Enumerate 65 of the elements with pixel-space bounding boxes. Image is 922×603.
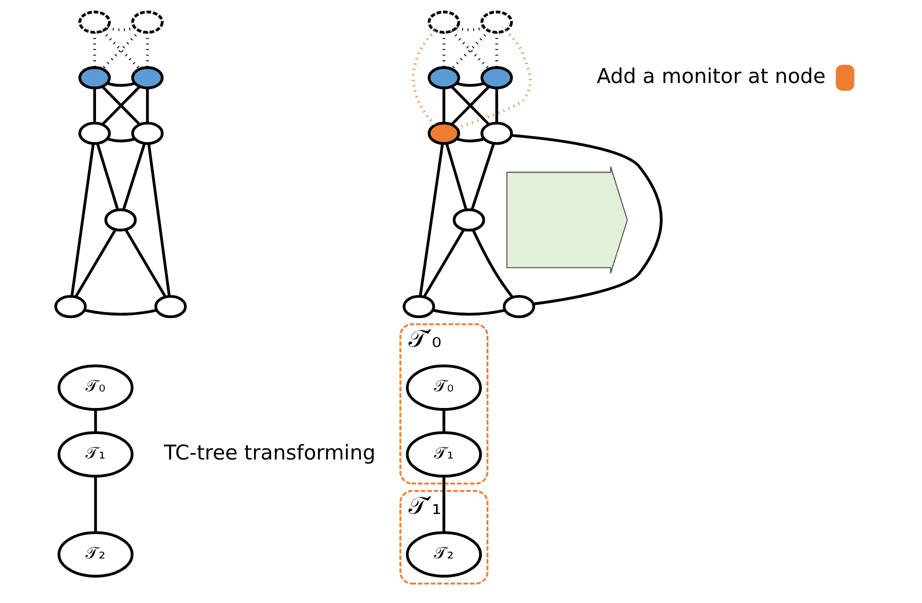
label: TC-tree transforming (163, 440, 376, 465)
connector (122, 142, 146, 210)
connector (84, 308, 156, 316)
node-ellipse (104, 208, 136, 232)
connector (442, 409, 445, 432)
node-ellipse: 𝒯₁ (405, 431, 482, 478)
connector (470, 142, 495, 210)
connector (471, 229, 514, 298)
connector (92, 32, 96, 68)
connector (146, 88, 148, 123)
connector (106, 82, 135, 87)
connector (96, 143, 119, 210)
connector (494, 32, 498, 68)
connector (74, 228, 116, 298)
connector (100, 30, 140, 70)
connector (494, 88, 498, 123)
connector (456, 138, 484, 142)
connector (106, 26, 135, 32)
legend-label: Add a monitor at node (596, 64, 826, 88)
connector (510, 134, 662, 306)
node-ellipse (480, 10, 512, 34)
node-ellipse: 𝒯₁ (57, 431, 134, 478)
node-ellipse (78, 66, 110, 90)
connector (442, 88, 445, 123)
connector (124, 228, 166, 298)
node-ellipse (130, 66, 164, 90)
connector (146, 144, 170, 296)
node-ellipse: 𝒯₂ (405, 531, 482, 578)
connector (450, 30, 490, 70)
connector (444, 143, 468, 210)
connector (418, 144, 444, 296)
node-ellipse: 𝒯₀ (57, 364, 134, 411)
connector (92, 88, 96, 123)
connector (146, 32, 148, 68)
node-ellipse (427, 66, 460, 90)
connector (411, 30, 436, 126)
node-ellipse (78, 122, 110, 145)
node-ellipse (78, 10, 110, 34)
connector (422, 228, 464, 298)
node-ellipse (54, 295, 86, 318)
node-ellipse (130, 10, 164, 34)
node-arrow (506, 166, 628, 274)
node-ellipse (427, 122, 460, 145)
connector (100, 86, 140, 126)
node-ellipse (154, 295, 186, 318)
connector (456, 26, 484, 32)
connector (450, 86, 490, 126)
connector (456, 30, 532, 130)
connector (70, 144, 94, 296)
node-ellipse (480, 122, 512, 145)
node-ellipse (480, 66, 512, 90)
node-ellipse (427, 10, 460, 34)
node-ellipse: 𝒯₂ (57, 531, 134, 578)
connector (94, 409, 96, 432)
node-ellipse: 𝒯₀ (405, 364, 482, 411)
connector (94, 476, 96, 532)
connector (442, 32, 445, 68)
connector (456, 82, 484, 87)
connector (106, 138, 135, 142)
node-ellipse (502, 295, 535, 318)
node-ellipse (402, 295, 435, 318)
node-ellipse (130, 122, 164, 145)
connector (442, 476, 445, 532)
connector (432, 308, 505, 316)
node-ellipse (452, 208, 485, 232)
